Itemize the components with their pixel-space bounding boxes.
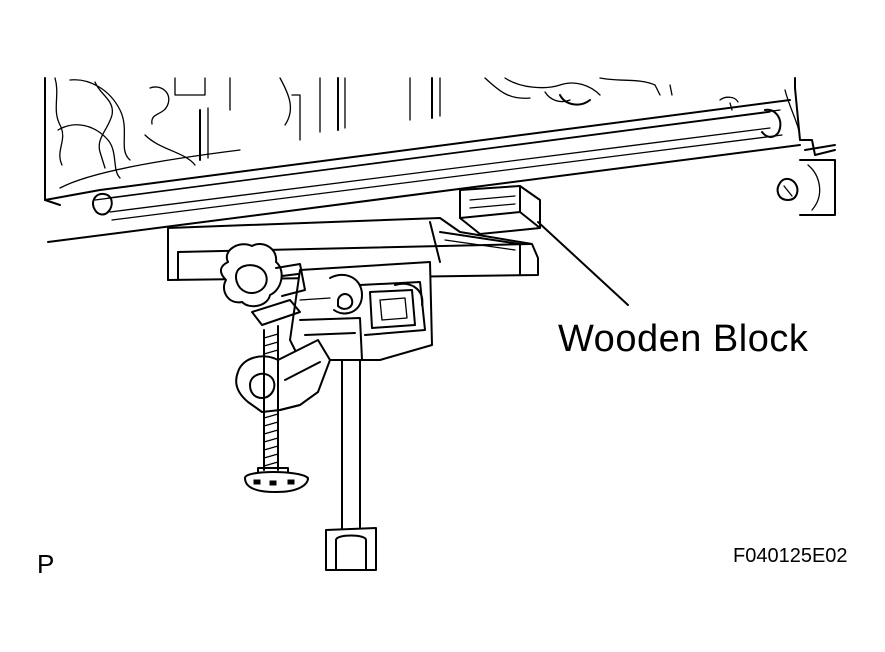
vehicle-underbody — [44, 77, 836, 216]
adjustment-knob — [220, 243, 306, 326]
threaded-screw-stand — [244, 325, 309, 493]
view-letter: P — [37, 549, 55, 579]
callout-leader-line — [537, 221, 629, 306]
jack-head-mechanism — [289, 261, 433, 361]
frame-rail — [44, 96, 801, 243]
jack-post — [325, 359, 377, 571]
wooden-block — [459, 185, 541, 235]
figure-code: F040125E02 — [733, 545, 848, 567]
wooden-block-label: Wooden Block — [558, 318, 809, 360]
lower-clamp-arm — [235, 339, 331, 413]
